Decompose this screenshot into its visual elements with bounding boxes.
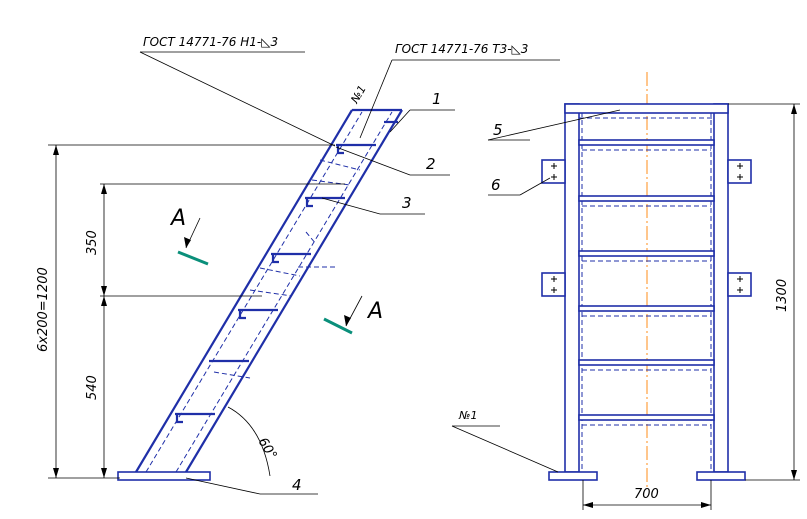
- leader: [487, 109, 621, 141]
- section-mark-a-lower: A: [366, 299, 383, 324]
- side-rungs: [175, 120, 398, 416]
- weld-callout-right: ГОСТ 14771-76 Т3-◺3: [395, 42, 528, 56]
- dim-angle: 60°: [255, 435, 280, 462]
- side-hidden-line-2: [175, 111, 393, 473]
- dim-upper: 350: [85, 230, 100, 255]
- mounting-bracket: [727, 272, 752, 297]
- side-view: 6x200=1200 350 540 60° ГОСТ 14771-76 Н1-…: [36, 35, 560, 495]
- dim-arrow: [101, 286, 107, 296]
- front-rung-hidden: [582, 149, 711, 426]
- section-line-upper: [177, 250, 209, 266]
- front-stringer-left: [564, 103, 580, 473]
- rung-bracket: [271, 254, 279, 264]
- dim-arrow: [101, 296, 107, 306]
- hole-mark: [551, 163, 557, 180]
- front-rung: [578, 195, 715, 202]
- leader: [451, 425, 559, 473]
- leader: [321, 197, 381, 215]
- position-1: 1: [432, 90, 442, 108]
- leader: [359, 59, 393, 139]
- front-rung: [578, 305, 715, 312]
- hole-mark: [737, 276, 743, 293]
- bracket-holes: [551, 163, 743, 293]
- hidden-detail: [311, 179, 351, 186]
- front-rung: [578, 414, 715, 421]
- side-rung-brackets: [175, 145, 344, 424]
- weld-callout-left: ГОСТ 14771-76 Н1-◺3: [143, 35, 278, 49]
- side-hidden-details: [213, 159, 361, 379]
- dim-front-height: 1300: [775, 279, 790, 312]
- dim-total-height: 6x200=1200: [36, 267, 51, 352]
- dim-arrow: [791, 470, 797, 480]
- hidden-detail: [259, 267, 301, 277]
- front-top-crossbar: [564, 103, 729, 114]
- side-stringer-outer: [135, 109, 353, 473]
- hidden-detail: [213, 371, 251, 379]
- dim-arrow: [101, 468, 107, 478]
- side-base-plate: [117, 471, 211, 481]
- rung-bracket: [238, 310, 246, 320]
- dim-arrow: [101, 184, 107, 194]
- front-rung: [578, 250, 715, 257]
- mounting-bracket: [727, 159, 752, 184]
- position-6: 6: [491, 176, 501, 194]
- hole-mark: [551, 276, 557, 293]
- dim-arrow: [583, 502, 593, 508]
- front-brackets: [541, 159, 752, 297]
- leader: [139, 51, 336, 147]
- front-stringer-right: [713, 103, 729, 473]
- front-base-plate-right: [696, 471, 746, 481]
- mounting-bracket: [541, 159, 566, 184]
- section-arrowhead: [344, 315, 351, 326]
- rung-bracket: [175, 414, 183, 424]
- part-number-front: №1: [458, 409, 477, 422]
- section-line-lower: [323, 317, 353, 335]
- side-stringer-inner: [185, 109, 403, 473]
- position-5: 5: [493, 121, 503, 139]
- front-rungs: [578, 139, 715, 421]
- dim-arrow: [791, 104, 797, 114]
- position-3: 3: [402, 194, 412, 212]
- part-number-side: №1: [348, 83, 369, 106]
- section-mark-a-upper: A: [169, 206, 186, 231]
- side-hidden-line-1: [145, 111, 363, 473]
- angle-arc: [227, 406, 271, 477]
- dim-arrow: [53, 468, 59, 478]
- hole-mark: [737, 163, 743, 180]
- dim-lower: 540: [85, 375, 100, 400]
- dim-width: 700: [634, 487, 659, 502]
- dim-arrow: [701, 502, 711, 508]
- front-rung: [578, 359, 715, 366]
- front-base-plate-left: [548, 471, 598, 481]
- dim-arrow: [53, 145, 59, 155]
- rung-bracket: [305, 198, 313, 208]
- leader: [185, 477, 261, 495]
- leader: [335, 146, 411, 176]
- mounting-bracket: [541, 272, 566, 297]
- coord-mark: [305, 231, 317, 245]
- hidden-detail: [249, 289, 293, 297]
- hidden-detail: [319, 159, 361, 171]
- front-view: 1300 700 5 6 №1: [451, 72, 800, 510]
- section-arrowhead: [184, 237, 191, 248]
- position-2: 2: [426, 155, 436, 173]
- leader: [519, 177, 551, 196]
- position-4: 4: [292, 476, 302, 494]
- front-rung: [578, 139, 715, 146]
- leader: [389, 109, 411, 133]
